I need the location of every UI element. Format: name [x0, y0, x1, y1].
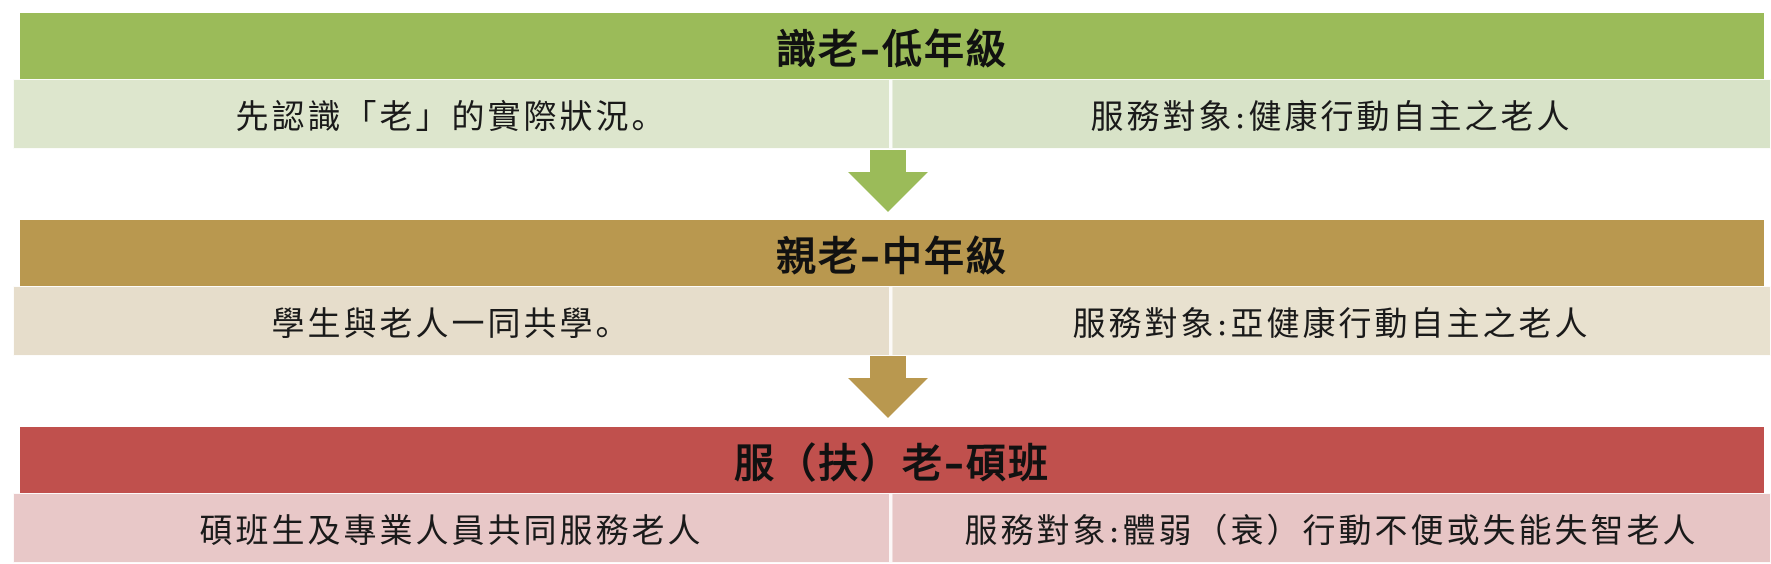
stage-title: 服（扶）老–碩班	[20, 427, 1764, 493]
stage-description: 學生與老人一同共學。	[14, 287, 892, 355]
stage-detail-row: 碩班生及專業人員共同服務老人 服務對象:體弱（衰）行動不便或失能失智老人	[13, 493, 1771, 563]
down-arrow-icon	[848, 150, 928, 212]
stage-title: 識老–低年級	[20, 13, 1764, 79]
stage-detail-row: 先認識「老」的實際狀況。 服務對象:健康行動自主之老人	[13, 79, 1771, 149]
stage-title: 親老–中年級	[20, 220, 1764, 286]
stage-description: 碩班生及專業人員共同服務老人	[14, 494, 892, 562]
stage-detail-row: 學生與老人一同共學。 服務對象:亞健康行動自主之老人	[13, 286, 1771, 356]
stage-description: 先認識「老」的實際狀況。	[14, 80, 892, 148]
down-arrow-icon	[848, 356, 928, 418]
stage-target: 服務對象:亞健康行動自主之老人	[892, 287, 1770, 355]
stage-target: 服務對象:健康行動自主之老人	[892, 80, 1770, 148]
stage-target: 服務對象:體弱（衰）行動不便或失能失智老人	[892, 494, 1770, 562]
